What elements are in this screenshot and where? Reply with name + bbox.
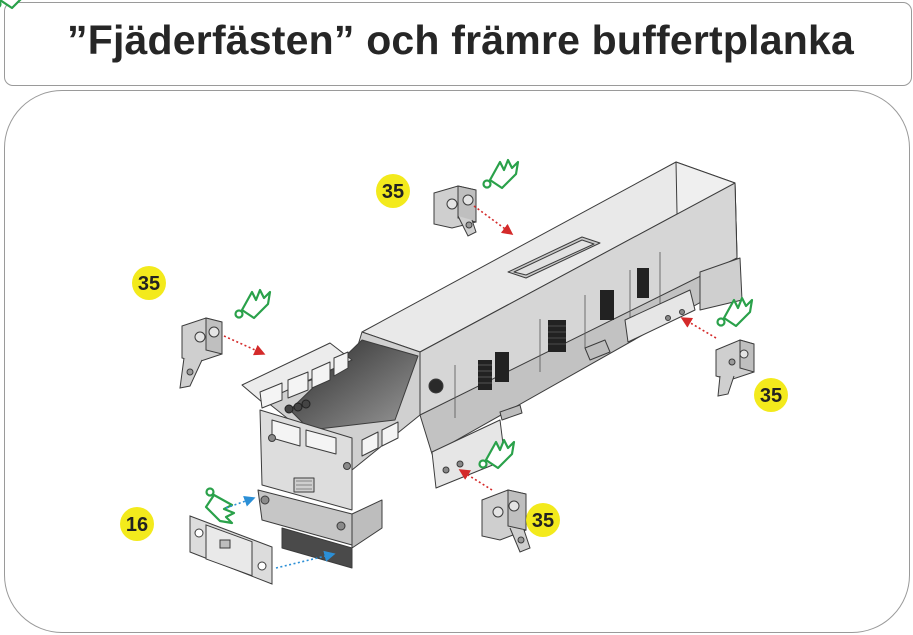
placement-arrows [223,205,717,569]
callout-badge-buffer: 16 [120,507,154,541]
glue-tube-icon [204,487,236,525]
callout-badge-bottom: 35 [526,503,560,537]
svg-text:35: 35 [760,385,782,407]
buffer-plank-part [189,515,273,585]
spring-bracket-bottom [481,489,531,553]
callout-badge-right: 35 [754,378,788,412]
spring-bracket-right [715,339,755,397]
svg-text:35: 35 [532,510,554,532]
spring-bracket-left [179,317,223,389]
glue-tube-icon [0,0,22,10]
spring-bracket-top [433,185,477,237]
glue-tube-icon [234,288,272,320]
svg-text:35: 35 [138,273,160,295]
locomotive-body [241,161,743,569]
page-title: ”Fjäderfästen” och främre buffertplanka [67,17,854,63]
glue-tube-icon [482,158,520,190]
svg-text:16: 16 [126,514,148,536]
callout-badge-top: 35 [376,174,410,208]
title-bar: ”Fjäderfästen” och främre buffertplanka [4,2,912,86]
svg-text:35: 35 [382,181,404,203]
callout-badge-left: 35 [132,266,166,300]
